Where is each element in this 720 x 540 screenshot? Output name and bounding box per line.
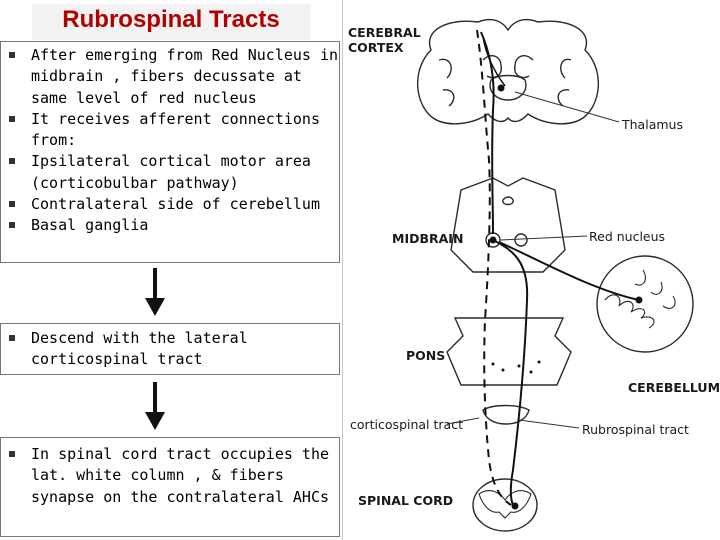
brain-gyri: [438, 58, 572, 107]
label-red-nucleus: Red nucleus: [589, 229, 666, 244]
bullet-icon: [9, 158, 15, 165]
bullet-text: In spinal cord tract occupies the lat. w…: [31, 445, 330, 506]
down-arrow-icon: [145, 268, 165, 316]
bullet-icon: [9, 201, 15, 208]
bullet-text: Descend with the lateral corticospinal t…: [31, 329, 248, 369]
bullet-item: Contralateral side of cerebellum: [1, 194, 339, 215]
bullet-text: Basal ganglia: [31, 216, 149, 235]
spinal-grey-matter: [478, 490, 532, 519]
bullet-item: Ipsilateral cortical motor area (cortico…: [1, 151, 339, 194]
cerebrum-outline: [417, 18, 599, 125]
label-cortex: CORTEX: [348, 40, 404, 55]
bullet-item: Basal ganglia: [1, 215, 339, 236]
bullet-item: After emerging from Red Nucleus in midbr…: [1, 45, 339, 109]
afferent-connections-box: After emerging from Red Nucleus in midbr…: [0, 41, 340, 263]
descent-box: Descend with the lateral corticospinal t…: [0, 323, 340, 375]
spinal-cord-box: In spinal cord tract occupies the lat. w…: [0, 437, 340, 537]
down-arrow-icon: [145, 382, 165, 430]
aqueduct: [502, 196, 514, 206]
bullet-icon: [9, 451, 15, 457]
thalamocortical-line: [482, 35, 506, 87]
bullet-text: After emerging from Red Nucleus in midbr…: [31, 46, 339, 107]
bullet-item: It receives afferent connections from:: [1, 109, 339, 152]
cerebellum-outline: [596, 255, 694, 353]
label-rubrospinal-tract: Rubrospinal tract: [582, 422, 689, 437]
rubrospinal-tract-line: [492, 239, 529, 509]
rubrospinal-pathway-diagram: [417, 18, 694, 532]
label-midbrain: MIDBRAIN: [392, 231, 464, 246]
thalamus-outline: [489, 74, 527, 101]
bullet-text: It receives afferent connections from:: [31, 109, 320, 150]
corticospinal-tract-line: [476, 29, 512, 506]
spinal-cord-outline: [472, 478, 538, 532]
cerebellorubral-line: [498, 241, 640, 301]
bullet-item: Descend with the lateral corticospinal t…: [1, 328, 339, 371]
bullet-icon: [9, 222, 15, 229]
title-background: [32, 4, 310, 40]
bullet-icon: [9, 335, 15, 341]
cerebellum-folia: [604, 269, 676, 329]
bullet-text: Ipsilateral cortical motor area (cortico…: [31, 152, 311, 192]
medulla-outline: [482, 404, 530, 425]
label-thalamus: Thalamus: [622, 117, 683, 132]
page-title: Rubrospinal Tracts: [62, 6, 280, 33]
midbrain-outline: [450, 177, 566, 273]
bullet-icon: [9, 115, 15, 122]
panel-divider: [342, 0, 343, 540]
label-pons: PONS: [406, 348, 446, 363]
pons-outline: [446, 317, 572, 386]
label-cerebellum: CEREBELLUM: [628, 380, 720, 395]
label-corticospinal-tract: corticospinal tract: [350, 417, 463, 432]
bullet-icon: [9, 52, 15, 58]
label-cerebral: CEREBRAL: [348, 25, 421, 40]
bullet-item: In spinal cord tract occupies the lat. w…: [1, 444, 339, 508]
bullet-text: Contralateral side of cerebellum: [31, 195, 320, 214]
label-spinal-cord: SPINAL CORD: [358, 493, 454, 508]
